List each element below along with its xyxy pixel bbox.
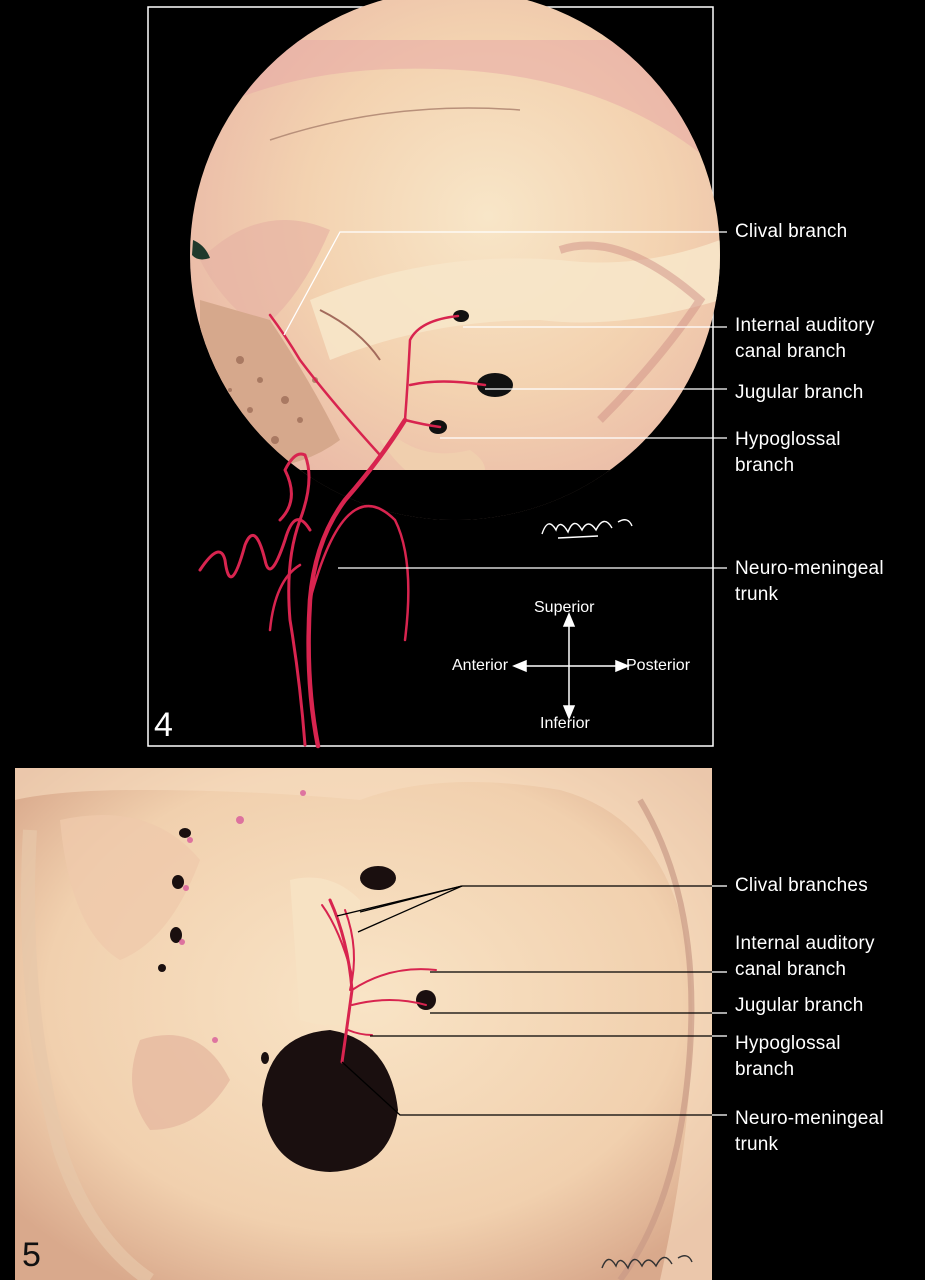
- clival-artery-5b: [321, 904, 353, 976]
- tortuous-artery: [278, 452, 311, 747]
- label-hypoglossal-branch-5: Hypoglossal branch: [735, 1033, 841, 1080]
- figure-4-signature: [541, 519, 633, 539]
- ascending-pharyngeal-branch: [308, 504, 410, 642]
- label-hypoglossal-branch: Hypoglossal branch: [735, 429, 841, 476]
- hypoglossal-artery: [403, 418, 442, 429]
- figure-5-number: 5: [22, 1236, 41, 1274]
- orientation-superior: Superior: [534, 599, 595, 616]
- tortuous-artery-loop: [198, 518, 312, 579]
- orientation-anterior: Anterior: [452, 657, 509, 674]
- jugular-artery-5: [351, 999, 427, 1006]
- skull-interior-view: [190, 0, 720, 520]
- orientation-posterior: Posterior: [626, 657, 691, 674]
- jugular-artery: [408, 380, 487, 387]
- figure-5-foramina: [158, 828, 436, 1172]
- label-neuromeningeal-trunk: Neuro-meningeal trunk: [735, 558, 884, 605]
- orientation-inferior: Inferior: [540, 715, 590, 732]
- figure-5-signature: [601, 1255, 693, 1270]
- figure-5-leader-lines-dark: [336, 885, 712, 1116]
- internal-auditory-artery: [403, 314, 460, 422]
- figure-5-arteries: [321, 898, 437, 1064]
- label-internal-auditory-canal-branch: Internal auditory canal branch: [735, 315, 875, 362]
- orientation-arrows: [512, 612, 630, 720]
- clival-artery: [268, 313, 382, 457]
- jugular-foramen: [477, 373, 513, 397]
- label-internal-auditory-canal-branch-5: Internal auditory canal branch: [735, 933, 875, 980]
- figure-4: [147, 0, 727, 749]
- internal-auditory-artery-5: [351, 968, 437, 991]
- figure-4-leader-lines: [283, 231, 727, 569]
- leader-clival: [283, 231, 727, 336]
- figure-4-number: 4: [154, 706, 173, 744]
- skull-fragment: [192, 240, 210, 260]
- label-clival-branches: Clival branches: [735, 875, 868, 896]
- clival-artery-5a: [344, 909, 355, 991]
- pharyngeal-branch: [268, 563, 302, 632]
- label-clival-branch: Clival branch: [735, 221, 848, 242]
- internal-auditory-meatus: [453, 310, 469, 322]
- jugular-foramen-5: [416, 990, 436, 1010]
- neuromeningeal-trunk-artery: [306, 417, 408, 749]
- hypoglossal-artery-5: [347, 1029, 373, 1036]
- label-jugular-branch-5: Jugular branch: [735, 995, 864, 1016]
- figure-4-arteries: [198, 313, 487, 749]
- figure-5-leader-lines: [712, 885, 727, 1116]
- label-jugular-branch: Jugular branch: [735, 382, 864, 403]
- figure-5: [15, 768, 727, 1280]
- label-neuromeningeal-trunk-5: Neuro-meningeal trunk: [735, 1108, 884, 1155]
- foramen-magnum: [262, 1030, 398, 1172]
